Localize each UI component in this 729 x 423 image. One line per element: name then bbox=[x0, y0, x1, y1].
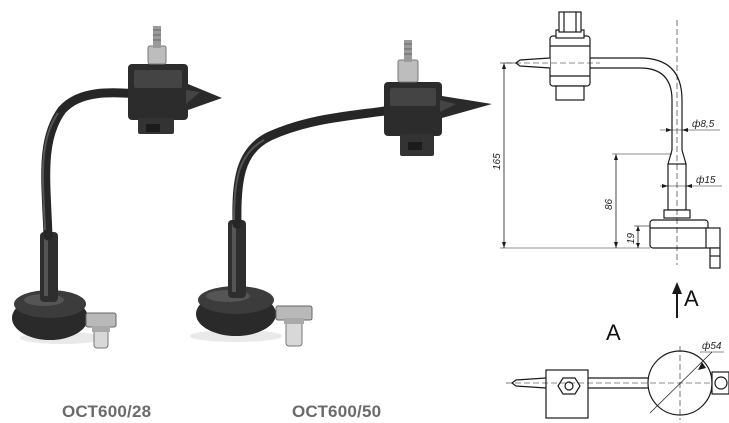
dim-dia-base: ф54 bbox=[702, 340, 722, 352]
product-caption-1: ОСТ600/28 bbox=[62, 402, 152, 421]
product-photo-oct600-28 bbox=[12, 26, 222, 349]
view-arrow-label: A bbox=[684, 286, 699, 311]
dim-height-total: 165 bbox=[492, 153, 503, 170]
view-title: A bbox=[606, 320, 621, 345]
dim-dia-wire: ф8,5 bbox=[692, 118, 715, 130]
dim-height-mid: 86 bbox=[604, 198, 615, 210]
view-arrow bbox=[672, 282, 682, 318]
bottom-view-drawing bbox=[506, 346, 729, 420]
side-view-drawing bbox=[500, 11, 722, 269]
dim-dia-tube: ф15 bbox=[696, 174, 716, 186]
dim-height-base: 19 bbox=[626, 232, 637, 244]
product-photo-oct600-50 bbox=[190, 40, 492, 347]
product-caption-2: ОСТ600/50 bbox=[292, 402, 382, 421]
